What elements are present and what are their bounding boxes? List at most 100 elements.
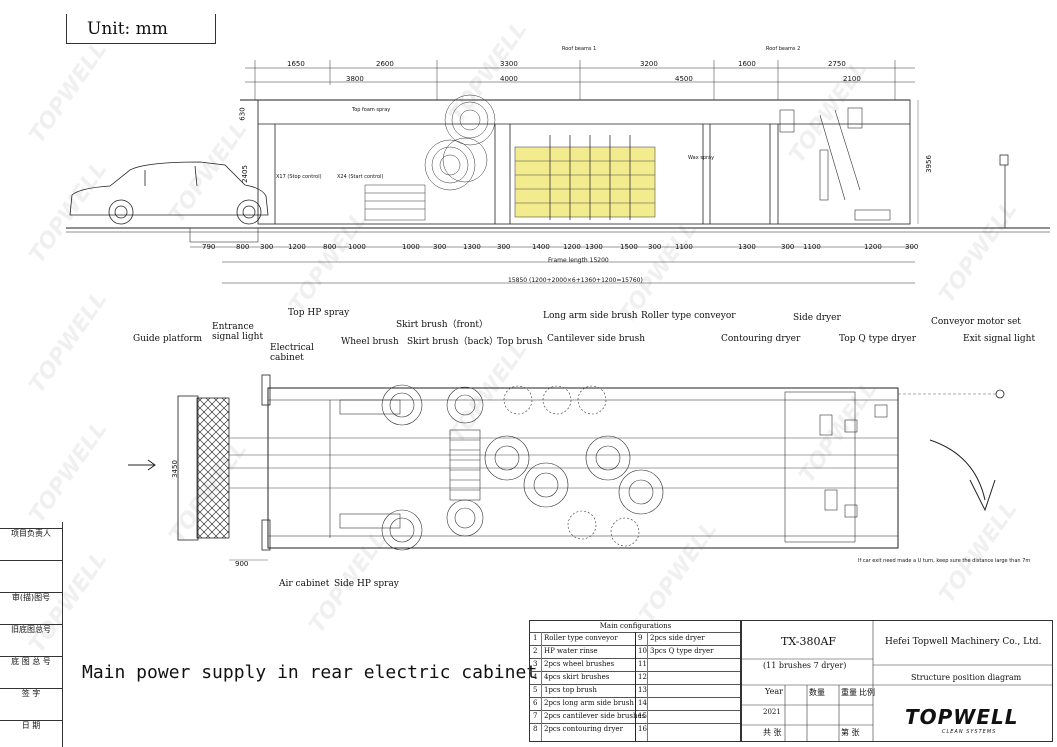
sheet-no: 第 张 xyxy=(841,728,860,737)
label-side-dryer: Side dryer xyxy=(793,313,841,323)
qty-label: 数量 xyxy=(809,688,825,697)
height-dim: 3956 xyxy=(924,155,933,173)
dim-top: 3800 xyxy=(346,75,364,83)
dim-top: 2100 xyxy=(843,75,861,83)
label-contouring-dryer: Contouring dryer xyxy=(721,334,801,344)
guide-platform xyxy=(196,397,230,539)
dryer-block xyxy=(784,391,888,543)
bottom-dim: 300 xyxy=(497,243,511,251)
dim-top: 3200 xyxy=(640,60,658,68)
model-sub: (11 brushes 7 dryer) xyxy=(763,661,847,670)
left-bar-row: 签 字 xyxy=(0,688,62,711)
left-bar-row: 旧底图总号 xyxy=(0,624,62,647)
dim-top: 1650 xyxy=(287,60,305,68)
config-item-number: 6 xyxy=(533,699,538,707)
config-item-text: 2pcs side dryer xyxy=(650,634,705,642)
exit-light-icon xyxy=(995,389,1005,399)
config-item-number: 3 xyxy=(533,660,538,668)
label-skirt-brush-front: Skirt brush（front） xyxy=(396,320,489,330)
dim-top: 1600 xyxy=(738,60,756,68)
u-turn-arrow-icon xyxy=(929,439,996,512)
config-item-number: 9 xyxy=(638,634,643,642)
top-brush-icon xyxy=(424,94,496,191)
label-long-arm-side-brush: Long arm side brush xyxy=(543,311,638,321)
config-item-number: 2 xyxy=(533,647,538,655)
config-item-number: 5 xyxy=(533,686,538,694)
power-supply-note: Main power supply in rear electric cabin… xyxy=(82,662,538,683)
roof-beam-label: Roof beams 2 xyxy=(766,46,801,52)
config-item-number: 15 xyxy=(638,712,647,720)
u-turn-note: If car exit need made a U turn, keep sur… xyxy=(858,558,1031,564)
elevation-label: Wax spray xyxy=(688,155,715,161)
bottom-dim: 800 xyxy=(323,243,337,251)
unit-label: Unit: mm xyxy=(66,14,216,44)
config-item-number: 13 xyxy=(638,686,647,694)
side-brush-grid xyxy=(514,135,656,220)
config-item-text: 2pcs cantilever side brushes xyxy=(544,712,646,720)
scale-label: 比例 xyxy=(859,688,875,697)
brush-wheels xyxy=(381,384,664,551)
bottom-dim: 300 xyxy=(648,243,662,251)
model-name: TX-380AF xyxy=(781,635,837,648)
label-entrance-signal: Entrance signal light xyxy=(212,322,264,342)
label-top-hp-spray: Top HP spray xyxy=(288,308,350,318)
label-cantilever-side-brush: Cantilever side brush xyxy=(547,334,646,344)
company-name: Hefei Topwell Machinery Co., Ltd. xyxy=(885,637,1042,647)
bottom-dim: 300 xyxy=(781,243,795,251)
bottom-dim: 300 xyxy=(905,243,919,251)
bottom-dim: 1200 xyxy=(288,243,306,251)
label-roller-conveyor: Roller type conveyor xyxy=(641,311,736,321)
topwell-logo: TOPWELL xyxy=(905,705,1019,729)
width-dim: 3450 xyxy=(170,460,179,478)
config-item-text: 3pcs Q type dryer xyxy=(650,647,714,655)
bottom-dim: 1300 xyxy=(463,243,481,251)
weight-label: 重量 xyxy=(841,688,857,697)
config-item-number: 10 xyxy=(638,647,647,655)
config-item-text: Roller type conveyor xyxy=(544,634,618,642)
elevation-label: Top foam spray xyxy=(352,107,391,113)
left-bar-row: 底 图 总 号 xyxy=(0,656,62,679)
roof-beam-label: Roof beams 1 xyxy=(562,46,597,52)
label-air-cabinet: Air cabinet xyxy=(279,579,330,589)
conveyor-stack xyxy=(364,184,426,221)
dim-top: 2750 xyxy=(828,60,846,68)
config-item-number: 7 xyxy=(533,712,538,720)
elevation-label: X17 (Stop control) xyxy=(276,174,322,180)
bottom-dim: 1200 xyxy=(563,243,581,251)
year-label: Year xyxy=(765,687,783,696)
label-side-hp-spray: Side HP spray xyxy=(334,579,399,589)
height-dim: 630 xyxy=(238,107,247,121)
left-side-bar: 项目负责人 审(描)图号 旧底图总号 底 图 总 号 签 字 日 期 xyxy=(0,522,63,747)
bottom-dim: 1300 xyxy=(585,243,603,251)
label-wheel-brush: Wheel brush xyxy=(341,337,399,347)
dim-top: 3300 xyxy=(500,60,518,68)
title-block: TX-380AF (11 brushes 7 dryer) Hefei Topw… xyxy=(740,620,1053,742)
left-bar-row: 项目负责人 xyxy=(0,528,62,551)
config-item-text: 1pcs top brush xyxy=(544,686,597,694)
height-dim: 2405 xyxy=(240,165,249,183)
bottom-dim: 300 xyxy=(433,243,447,251)
config-item-text: 2pcs wheel brushes xyxy=(544,660,615,668)
bottom-dim: 1400 xyxy=(532,243,550,251)
bottom-dim: 1500 xyxy=(620,243,638,251)
config-item-number: 12 xyxy=(638,673,647,681)
config-item-text: 4pcs skirt brushes xyxy=(544,673,610,681)
bottom-dim: 790 xyxy=(202,243,216,251)
config-item-text: 2pcs contouring dryer xyxy=(544,725,623,733)
bottom-dim: 1200 xyxy=(864,243,882,251)
dryer-icon xyxy=(779,107,891,221)
logo-subtitle: CLEAN SYSTEMS xyxy=(942,729,997,735)
offset-dim: 900 xyxy=(235,560,249,568)
total-length: 15850 (1200+2000×6+1360+1200=15760) xyxy=(508,277,643,284)
left-bar-row xyxy=(0,560,62,583)
label-electrical-cabinet: Electrical cabinet xyxy=(270,343,314,363)
elevation-label: X24 (Start control) xyxy=(337,174,384,180)
label-exit-signal-light: Exit signal light xyxy=(963,334,1036,344)
bottom-dim: 1100 xyxy=(803,243,821,251)
bottom-dim: 1300 xyxy=(738,243,756,251)
arrow-right-icon xyxy=(128,459,156,471)
config-item-number: 14 xyxy=(638,699,647,707)
dim-top: 4500 xyxy=(675,75,693,83)
dim-top: 2600 xyxy=(376,60,394,68)
